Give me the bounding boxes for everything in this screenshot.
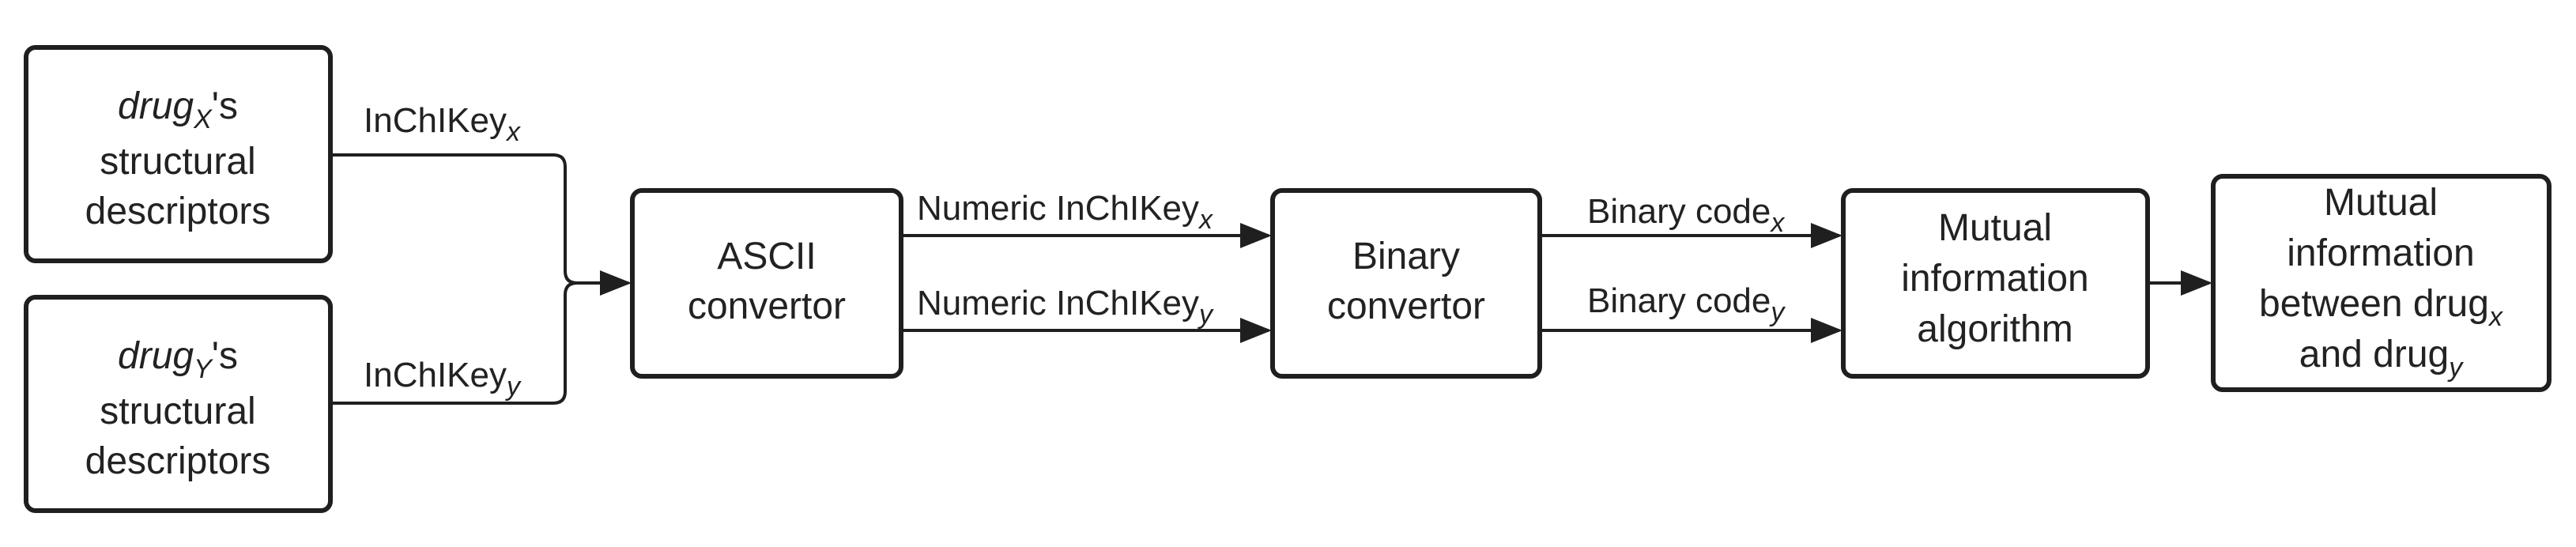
drugy-subscript: Y	[194, 354, 213, 384]
output-line4: and drug	[2299, 334, 2450, 375]
drugy-line2: structural	[100, 390, 255, 432]
binary-x-label: Binary codex	[1587, 192, 1785, 238]
drugy-line3: descriptors	[85, 440, 271, 482]
binary-y-label: Binary codey	[1587, 281, 1786, 327]
algo-line2: information	[1901, 258, 2088, 300]
drugy-suffix: 's	[212, 335, 238, 377]
inchikey-x-label: InChIKeyx	[364, 101, 521, 147]
inchikey-x-connector	[330, 153, 578, 285]
output-line1: Mutual	[2324, 182, 2438, 224]
binary-conv-line2: convertor	[1327, 285, 1485, 327]
drugy-name: drug	[118, 335, 194, 377]
binary-convertor-node: Binary convertor	[1270, 188, 1542, 379]
edge-labels: InChIKeyx InChIKeyy Numeric InChIKeyx Nu…	[364, 101, 1786, 402]
svg-text:drugY's: drugY's	[118, 335, 238, 384]
drugx-line2: structural	[100, 141, 255, 183]
mutual-info-algorithm-node: Mutual information algorithm	[1841, 188, 2150, 379]
drugx-descriptors-node: drugX's structural descriptors	[24, 45, 333, 263]
numeric-x-label: Numeric InChIKeyx	[917, 189, 1213, 235]
ascii-line2: convertor	[688, 285, 846, 327]
output-line3: between drug	[2259, 283, 2489, 325]
connectors	[330, 153, 2212, 405]
drugx-line3: descriptors	[85, 191, 271, 232]
algo-line1: Mutual	[1938, 207, 2052, 249]
output-line3-sub: x	[2487, 302, 2503, 332]
algo-line3: algorithm	[1917, 308, 2072, 350]
drugx-name: drug	[118, 85, 194, 127]
svg-text:between drugx: between drugx	[2259, 283, 2503, 332]
svg-text:drugX's: drugX's	[118, 85, 238, 134]
drugx-suffix: 's	[212, 85, 238, 127]
inchikey-y-label: InChIKeyy	[364, 356, 522, 402]
drugy-descriptors-node: drugY's structural descriptors	[24, 295, 333, 513]
output-line4-sub: y	[2447, 353, 2464, 383]
ascii-convertor-node: ASCII convertor	[630, 188, 903, 379]
numeric-y-label: Numeric InChIKeyy	[917, 284, 1214, 330]
mutual-info-output-node: Mutual information between drugx and dru…	[2211, 174, 2551, 392]
output-line2: information	[2287, 232, 2474, 274]
ascii-line1: ASCII	[717, 236, 816, 277]
inchikey-y-connector	[330, 281, 578, 405]
drugx-subscript: X	[193, 104, 213, 134]
binary-conv-line1: Binary	[1352, 236, 1460, 277]
svg-text:and drugy: and drugy	[2299, 334, 2465, 383]
